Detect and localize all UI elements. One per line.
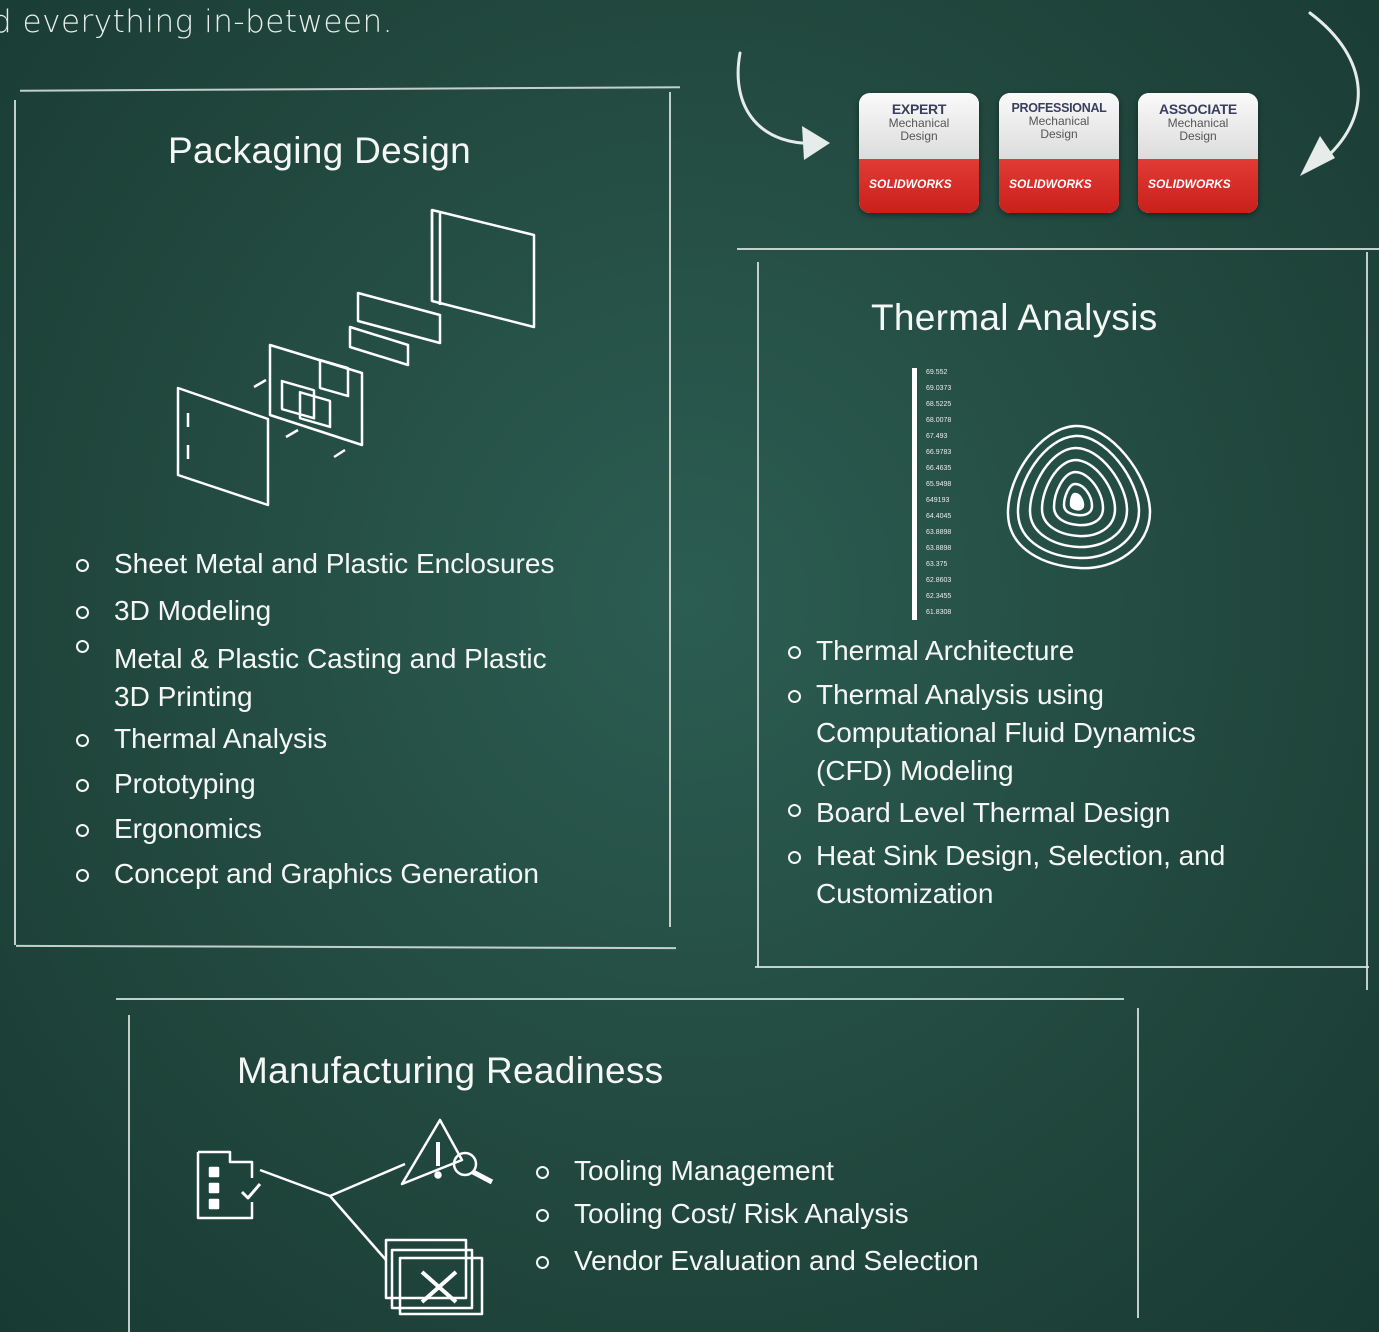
checklist-icon xyxy=(196,1150,262,1220)
chalk-divider xyxy=(1137,1008,1139,1318)
bullet-circle-icon xyxy=(76,640,89,653)
chalk-divider xyxy=(19,86,681,92)
chalk-divider xyxy=(1366,252,1368,990)
chalk-divider xyxy=(14,100,16,945)
thermal-title: Thermal Analysis xyxy=(871,297,1158,338)
manufacturing-title: Manufacturing Readiness xyxy=(237,1050,664,1091)
scale-value: 63.8898 xyxy=(926,545,952,552)
curved-arrow-icon xyxy=(736,51,830,160)
list-item: Ergonomics xyxy=(76,810,554,848)
list-item: Tooling Management xyxy=(536,1152,979,1190)
scale-value: 67.493 xyxy=(926,433,948,440)
curved-arrow-icon xyxy=(1300,11,1360,176)
scale-value: 62.8603 xyxy=(926,577,952,584)
intro-text: d everything in-between. xyxy=(0,4,393,40)
list-item: Thermal Analysis xyxy=(76,720,554,758)
scale-value: 69.552 xyxy=(926,369,948,376)
chalk-divider xyxy=(757,262,759,967)
cert-badge-associate: ASSOCIATE Mechanical Design SOLIDWORKS xyxy=(1138,93,1258,213)
solidworks-logo: SOLIDWORKS xyxy=(859,159,979,213)
chalk-divider xyxy=(116,998,1124,1000)
scale-value: 66.9783 xyxy=(926,449,952,456)
chalk-divider xyxy=(128,1015,130,1332)
bullet-circle-icon xyxy=(788,690,801,703)
list-item: Sheet Metal and Plastic Enclosures xyxy=(76,545,554,583)
scale-value: 63.375 xyxy=(926,561,948,568)
cert-badge-professional: PROFESSIONAL Mechanical Design SOLIDWORK… xyxy=(999,93,1119,213)
list-item: Concept and Graphics Generation xyxy=(76,855,554,893)
bullet-circle-icon xyxy=(76,869,89,882)
scale-value: 68.5225 xyxy=(926,401,952,408)
bullet-circle-icon xyxy=(536,1256,549,1269)
scale-value: 64.4045 xyxy=(926,513,952,520)
cert-badge-expert: EXPERT Mechanical Design SOLIDWORKS xyxy=(859,93,979,213)
bullet-circle-icon xyxy=(76,559,89,572)
manufacturing-bullet-list: Tooling Management Tooling Cost/ Risk An… xyxy=(536,1152,979,1280)
scale-value: 62.3455 xyxy=(926,593,952,600)
list-item: Thermal Architecture xyxy=(788,632,1225,670)
bullet-circle-icon xyxy=(76,734,89,747)
chalk-divider xyxy=(669,92,671,927)
bullet-circle-icon xyxy=(76,779,89,792)
manufacturing-flow-illustration xyxy=(196,1118,494,1316)
scale-value: 69.0373 xyxy=(926,385,952,392)
list-item: Board Level Thermal Design xyxy=(788,794,1225,832)
scale-value: 61.8308 xyxy=(926,609,952,616)
bullet-circle-icon xyxy=(788,646,801,659)
scale-value: 649193 xyxy=(926,497,950,504)
packaging-bullet-list: Sheet Metal and Plastic Enclosures 3D Mo… xyxy=(76,545,554,893)
list-item: 3D Modeling xyxy=(76,592,554,630)
warning-search-icon xyxy=(400,1118,494,1186)
scale-value: 68.0078 xyxy=(926,417,952,424)
bullet-circle-icon xyxy=(536,1209,549,1222)
thermal-bullet-list: Thermal Architecture Thermal Analysis us… xyxy=(788,632,1225,913)
scale-value: 65.9498 xyxy=(926,481,952,488)
scale-value: 66.4635 xyxy=(926,465,952,472)
solidworks-logo: SOLIDWORKS xyxy=(999,159,1119,213)
chalk-divider xyxy=(15,944,677,950)
bullet-circle-icon xyxy=(788,804,801,817)
list-item: Vendor Evaluation and Selection xyxy=(536,1242,979,1280)
list-item: Prototyping xyxy=(76,765,554,803)
bullet-circle-icon xyxy=(76,606,89,619)
packaging-title: Packaging Design xyxy=(168,130,472,171)
list-item: Tooling Cost/ Risk Analysis xyxy=(536,1195,979,1233)
bullet-circle-icon xyxy=(536,1166,549,1179)
thermal-contour-icon xyxy=(1006,424,1152,570)
bullet-circle-icon xyxy=(788,851,801,864)
tools-folder-icon xyxy=(384,1238,484,1316)
temperature-scale-bar xyxy=(912,368,917,620)
bullet-circle-icon xyxy=(76,824,89,837)
chalk-divider xyxy=(737,248,1379,250)
solidworks-logo: SOLIDWORKS xyxy=(1138,159,1258,213)
chalk-divider xyxy=(755,966,1369,968)
scale-value: 63.8898 xyxy=(926,529,952,536)
exploded-enclosure-illustration xyxy=(176,208,536,507)
